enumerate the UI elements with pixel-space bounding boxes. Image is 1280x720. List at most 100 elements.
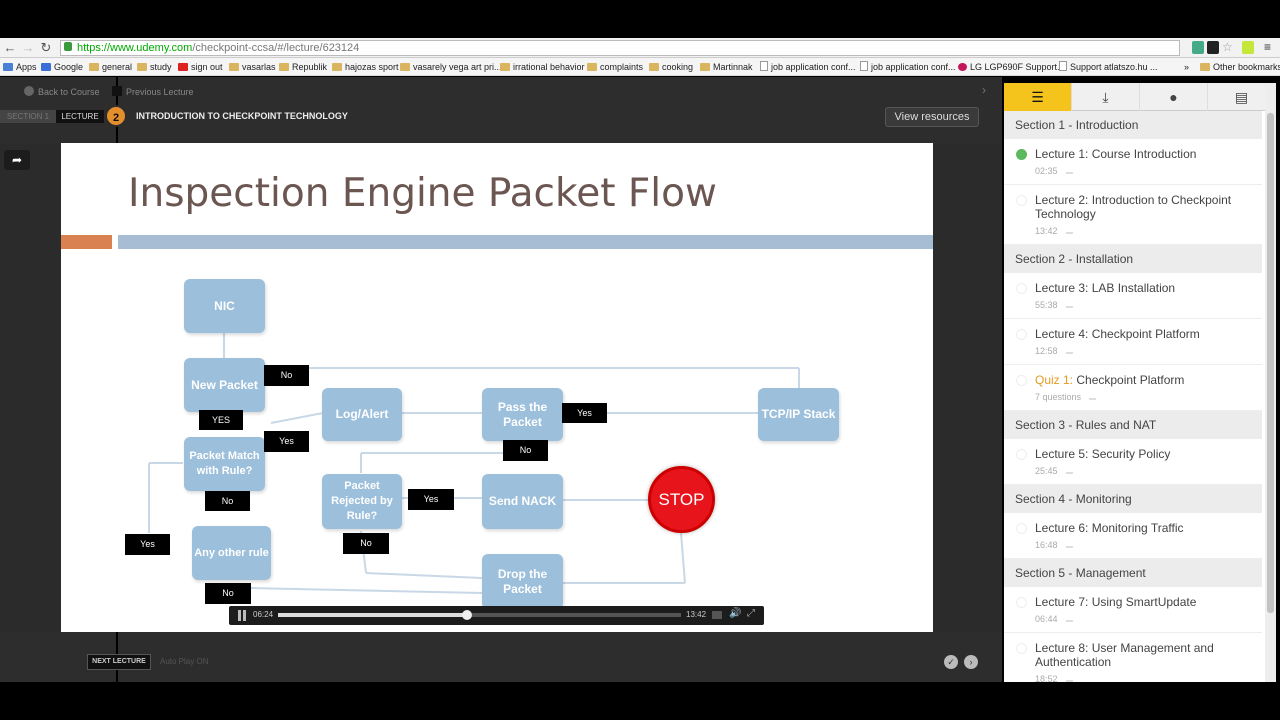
download-icon[interactable]: [1065, 675, 1073, 682]
player-header: Back to Course Previous Lecture SECTION …: [0, 77, 1002, 144]
tab-discussion-icon[interactable]: ●: [1140, 83, 1208, 111]
bookmark[interactable]: Google: [41, 61, 83, 73]
node-stop: STOP: [648, 466, 715, 533]
lecture-meta: 55:38: [1035, 298, 1254, 312]
previous-icon: [112, 86, 122, 96]
label-yes: Yes: [408, 489, 454, 510]
lecture-meta: 7 questions: [1035, 390, 1254, 404]
bookmark[interactable]: job application conf...: [760, 61, 856, 73]
bookmark[interactable]: general: [89, 61, 132, 73]
pause-icon[interactable]: [237, 610, 247, 621]
seek-bar[interactable]: [278, 610, 681, 620]
download-icon[interactable]: [1089, 393, 1097, 400]
section-header: Section 2 - Installation: [1004, 245, 1262, 273]
player-footer: NEXT LECTURE Auto Play ON ✓ ›: [0, 632, 1002, 682]
download-icon[interactable]: [1065, 541, 1073, 548]
label-no: No: [343, 533, 389, 554]
section-header: Section 1 - Introduction: [1004, 111, 1262, 139]
bookmark-apps[interactable]: Apps: [3, 61, 37, 73]
bookmark[interactable]: vasarlas: [229, 61, 276, 73]
seek-handle[interactable]: [462, 610, 473, 620]
lecture-duration: 13:42: [1035, 226, 1058, 236]
lecture-duration: 18:52: [1035, 674, 1058, 682]
section-header: Section 3 - Rules and NAT: [1004, 411, 1262, 439]
back-icon: [24, 86, 34, 96]
lecture-title-text: Lecture 6: Monitoring Traffic: [1035, 521, 1184, 535]
node-log-alert: Log/Alert: [322, 388, 402, 441]
previous-lecture-link[interactable]: Previous Lecture: [112, 86, 194, 97]
download-icon[interactable]: [1065, 347, 1073, 354]
star-icon[interactable]: ☆: [1222, 40, 1233, 54]
sidebar-scrollbar[interactable]: [1265, 83, 1276, 682]
captions-icon[interactable]: [712, 611, 722, 619]
back-arrow-icon[interactable]: ←: [3, 40, 17, 55]
share-icon[interactable]: ➦: [4, 150, 30, 170]
node-send-nack: Send NACK: [482, 474, 563, 529]
bookmark[interactable]: hajozas sport: [332, 61, 399, 73]
label-yes: YES: [199, 410, 243, 430]
lecture-title: Lecture 5: Security Policy: [1035, 447, 1254, 461]
back-to-course-link[interactable]: Back to Course: [24, 86, 100, 97]
extension-icon[interactable]: [1192, 41, 1204, 54]
bookmark[interactable]: irrational behavior: [500, 61, 585, 73]
lecture-meta: 25:45: [1035, 464, 1254, 478]
bookmark[interactable]: vasarely vega art pri...: [400, 61, 502, 73]
reload-icon[interactable]: ↻: [40, 40, 52, 55]
fullscreen-icon[interactable]: ⤢: [747, 608, 755, 619]
bookmark[interactable]: Martinnak: [700, 61, 753, 73]
other-bookmarks[interactable]: Other bookmarks: [1200, 61, 1280, 73]
label-yes: Yes: [125, 534, 170, 555]
bookmark[interactable]: Support atlatszo.hu ...: [1059, 61, 1158, 73]
bookmark[interactable]: LG LGP690F Support...: [958, 61, 1065, 73]
download-icon[interactable]: [1065, 167, 1073, 174]
lecture-title: Lecture 7: Using SmartUpdate: [1035, 595, 1254, 609]
node-tcpip-stack: TCP/IP Stack: [758, 388, 839, 441]
forward-arrow-icon[interactable]: →: [21, 40, 35, 55]
extension-icon[interactable]: [1207, 41, 1219, 54]
view-resources-button[interactable]: View resources: [885, 107, 979, 127]
autoplay-toggle[interactable]: Auto Play ON: [160, 657, 209, 666]
completion-status-icon: [1016, 283, 1027, 294]
bookmark[interactable]: cooking: [649, 61, 693, 73]
completion-status-icon: [1016, 523, 1027, 534]
lecture-item[interactable]: Lecture 8: User Management and Authentic…: [1004, 633, 1262, 682]
video-slide[interactable]: Inspection Engine Packet Flow: [61, 143, 933, 632]
bookmarks-overflow-icon[interactable]: »: [1184, 62, 1190, 72]
bookmark[interactable]: sign out: [178, 61, 223, 73]
menu-icon[interactable]: ≡: [1264, 40, 1272, 54]
completion-status-icon: [1016, 643, 1027, 654]
scrollbar-thumb[interactable]: [1267, 113, 1274, 613]
collapse-sidebar-icon[interactable]: ›: [982, 83, 986, 97]
bookmark[interactable]: job application conf...: [860, 61, 956, 73]
node-new-packet: New Packet: [184, 358, 265, 412]
lecture-meta: 02:35: [1035, 164, 1254, 178]
volume-icon[interactable]: 🔊: [729, 608, 742, 619]
bookmark[interactable]: complaints: [587, 61, 643, 73]
tab-curriculum-list-icon[interactable]: ☰: [1004, 83, 1072, 111]
bookmark[interactable]: study: [137, 61, 172, 73]
bookmark[interactable]: Republik: [279, 61, 327, 73]
tab-downloads-icon[interactable]: ⤓: [1072, 83, 1140, 111]
mark-complete-icon[interactable]: ✓: [944, 655, 958, 669]
address-bar[interactable]: https://www.udemy.com/checkpoint-ccsa/#/…: [60, 40, 1180, 56]
lecture-title: Lecture 2: Introduction to Checkpoint Te…: [1035, 193, 1254, 221]
lecture-title: Lecture 4: Checkpoint Platform: [1035, 327, 1254, 341]
download-icon[interactable]: [1065, 301, 1073, 308]
lecture-title-text: Lecture 2: Introduction to Checkpoint Te…: [1035, 193, 1232, 221]
lecture-item[interactable]: Lecture 2: Introduction to Checkpoint Te…: [1004, 185, 1262, 245]
duration: 13:42: [686, 610, 707, 619]
next-arrow-icon[interactable]: ›: [964, 655, 978, 669]
download-icon[interactable]: [1065, 467, 1073, 474]
lecture-title: INTRODUCTION TO CHECKPOINT TECHNOLOGY: [136, 111, 348, 121]
download-icon[interactable]: [1065, 227, 1073, 234]
extension-icon[interactable]: [1242, 41, 1254, 54]
download-icon[interactable]: [1065, 615, 1073, 622]
next-lecture-button[interactable]: NEXT LECTURE: [87, 654, 151, 670]
lecture-item[interactable]: Lecture 5: Security Policy 25:45: [1004, 439, 1262, 485]
